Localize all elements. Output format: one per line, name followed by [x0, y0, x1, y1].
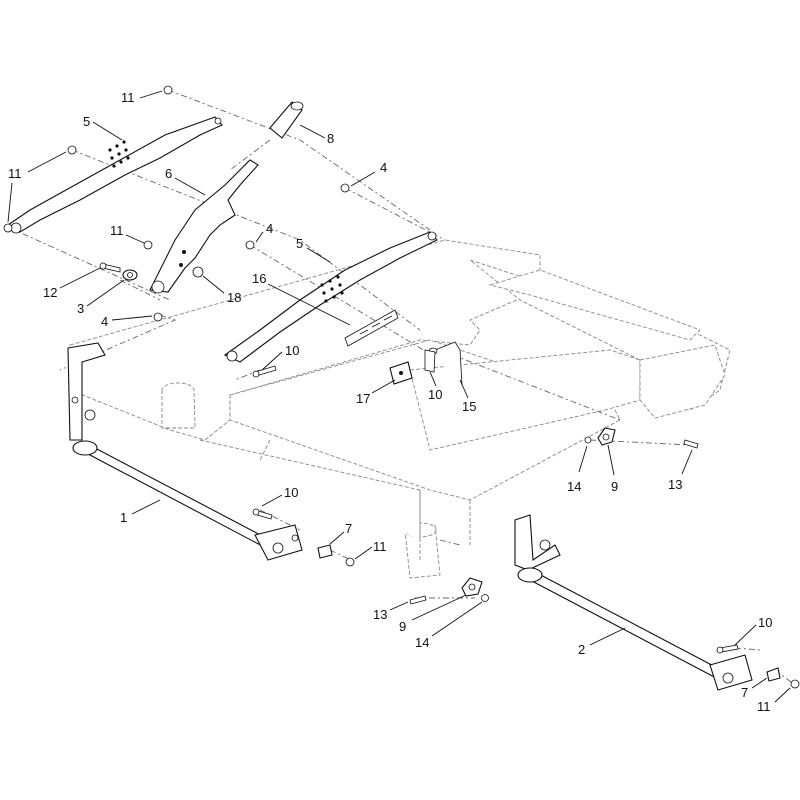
callout-13: 13 — [373, 607, 387, 622]
clamp-9-lower — [461, 577, 483, 597]
callout-4: 4 — [380, 160, 387, 175]
callout-9: 9 — [611, 479, 618, 494]
callout-labels: 11 5 11 6 8 4 11 4 5 12 3 16 18 4 10 17 … — [8, 90, 772, 714]
callout-3: 3 — [77, 301, 84, 316]
axle-assembly-2 — [514, 514, 753, 691]
callout-5: 5 — [83, 114, 90, 129]
decal-16 — [344, 309, 399, 347]
mower-frame-outline — [69, 239, 731, 579]
callout-8: 8 — [327, 131, 334, 146]
callout-10: 10 — [428, 387, 442, 402]
callout-6: 6 — [165, 166, 172, 181]
callout-11: 11 — [110, 223, 124, 238]
callout-16: 16 — [252, 271, 266, 286]
callout-14: 14 — [567, 479, 581, 494]
leader-lines — [7, 90, 791, 703]
callout-5: 5 — [296, 236, 303, 251]
callout-11: 11 — [373, 539, 387, 554]
callout-11: 11 — [121, 90, 135, 105]
callout-1: 1 — [120, 510, 127, 525]
callout-11: 11 — [757, 699, 771, 714]
callout-10: 10 — [285, 343, 299, 358]
callout-9: 9 — [399, 619, 406, 634]
hardware — [3, 85, 800, 689]
callout-7: 7 — [345, 521, 352, 536]
clamp-9-upper — [597, 427, 616, 446]
handle-grip-8 — [269, 101, 304, 139]
callout-18: 18 — [227, 290, 241, 305]
callout-14: 14 — [415, 635, 429, 650]
callout-7: 7 — [741, 685, 748, 700]
callout-13: 13 — [668, 477, 682, 492]
callout-10: 10 — [758, 615, 772, 630]
callout-11: 11 — [8, 166, 22, 181]
callout-12: 12 — [43, 285, 57, 300]
callout-15: 15 — [462, 399, 476, 414]
lift-arm-5-left — [6, 116, 223, 234]
axle-assembly-1 — [67, 342, 303, 561]
bracket-6 — [149, 159, 259, 294]
label-plate-17 — [389, 361, 413, 385]
callout-4: 4 — [101, 314, 108, 329]
callout-2: 2 — [578, 642, 585, 657]
callout-17: 17 — [356, 391, 370, 406]
callout-4: 4 — [266, 221, 273, 236]
callout-10: 10 — [284, 485, 298, 500]
